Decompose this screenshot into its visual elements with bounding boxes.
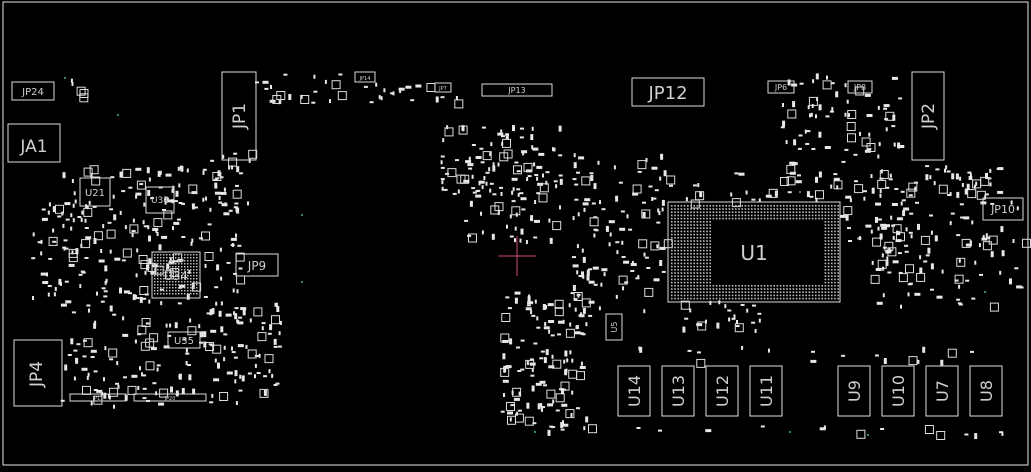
label-u34: U34 — [164, 269, 188, 283]
connector-jp20[interactable]: JP20 — [133, 393, 207, 402]
connector-ja1[interactable]: JA1 — [7, 123, 61, 163]
connector-jp13[interactable]: JP13 — [481, 83, 553, 97]
label-jp13: JP13 — [507, 86, 525, 95]
label-jp6: JP6 — [774, 83, 787, 92]
label-jp4: JP4 — [27, 361, 47, 388]
connector-jp7[interactable]: JP7 — [434, 82, 452, 93]
label-ja1: JA1 — [19, 137, 47, 157]
chip-u9[interactable]: U9 — [837, 365, 871, 417]
label-jp11: JP11 — [92, 396, 104, 402]
label-u11: U11 — [757, 375, 776, 407]
chip-u8[interactable]: U8 — [969, 365, 1003, 417]
chip-u14[interactable]: U14 — [617, 365, 651, 417]
label-jp20: JP20 — [164, 396, 176, 402]
label-jp12: JP12 — [647, 83, 687, 104]
chip-u34[interactable]: U34 — [151, 251, 201, 299]
label-u5: U5 — [610, 322, 619, 333]
connector-jp11[interactable]: JP11 — [69, 393, 127, 402]
connector-jp4[interactable]: JP4 — [13, 339, 63, 407]
memory-chips: U14 U13 U12 U11 U9 U10 U7 U8 — [617, 365, 1003, 417]
chip-u10[interactable]: U10 — [881, 365, 915, 417]
chip-u7[interactable]: U7 — [925, 365, 959, 417]
chip-u1-cpu[interactable]: U1 — [667, 201, 841, 303]
connector-jp1[interactable]: JP1 — [221, 71, 257, 161]
chip-u12[interactable]: U12 — [705, 365, 739, 417]
connector-jp9[interactable]: JP9 — [235, 253, 279, 277]
label-u14: U14 — [625, 375, 644, 407]
label-jp8: JP8 — [853, 83, 866, 92]
chip-u36[interactable]: U36 — [145, 186, 175, 214]
label-u21: U21 — [85, 188, 105, 199]
chip-u5[interactable]: U5 — [605, 313, 623, 341]
label-u9: U9 — [845, 380, 864, 402]
label-u8: U8 — [977, 380, 996, 402]
connector-jp6[interactable]: JP6 — [767, 80, 795, 94]
label-u36: U36 — [151, 196, 169, 206]
connector-jp14[interactable]: JP14 — [354, 71, 376, 83]
label-jp7: JP7 — [438, 86, 447, 92]
label-jp2: JP2 — [919, 103, 939, 130]
chip-u11[interactable]: U11 — [749, 365, 783, 417]
label-u10: U10 — [889, 375, 908, 407]
label-jp14: JP14 — [359, 76, 371, 82]
label-u7: U7 — [933, 380, 952, 402]
chip-u35[interactable]: U35 — [167, 331, 201, 349]
label-u13: U13 — [669, 375, 688, 407]
label-u12: U12 — [713, 375, 732, 407]
crosshair-marker — [498, 236, 536, 276]
label-jp24: JP24 — [21, 87, 44, 98]
smd-components — [31, 73, 1031, 440]
connector-jp2[interactable]: JP2 — [911, 71, 945, 161]
connector-jp24[interactable]: JP24 — [11, 81, 55, 101]
label-jp1: JP1 — [230, 103, 250, 130]
label-u1: U1 — [740, 241, 767, 265]
connector-jp12[interactable]: JP12 — [631, 77, 705, 107]
connector-jp8[interactable]: JP8 — [847, 80, 873, 94]
chip-u21[interactable]: U21 — [79, 177, 111, 207]
label-jp9: JP9 — [247, 259, 266, 273]
chip-u13[interactable]: U13 — [661, 365, 695, 417]
label-u35: U35 — [174, 336, 194, 347]
label-jp10: JP10 — [990, 203, 1015, 216]
connector-jp10[interactable]: JP10 — [982, 197, 1024, 221]
